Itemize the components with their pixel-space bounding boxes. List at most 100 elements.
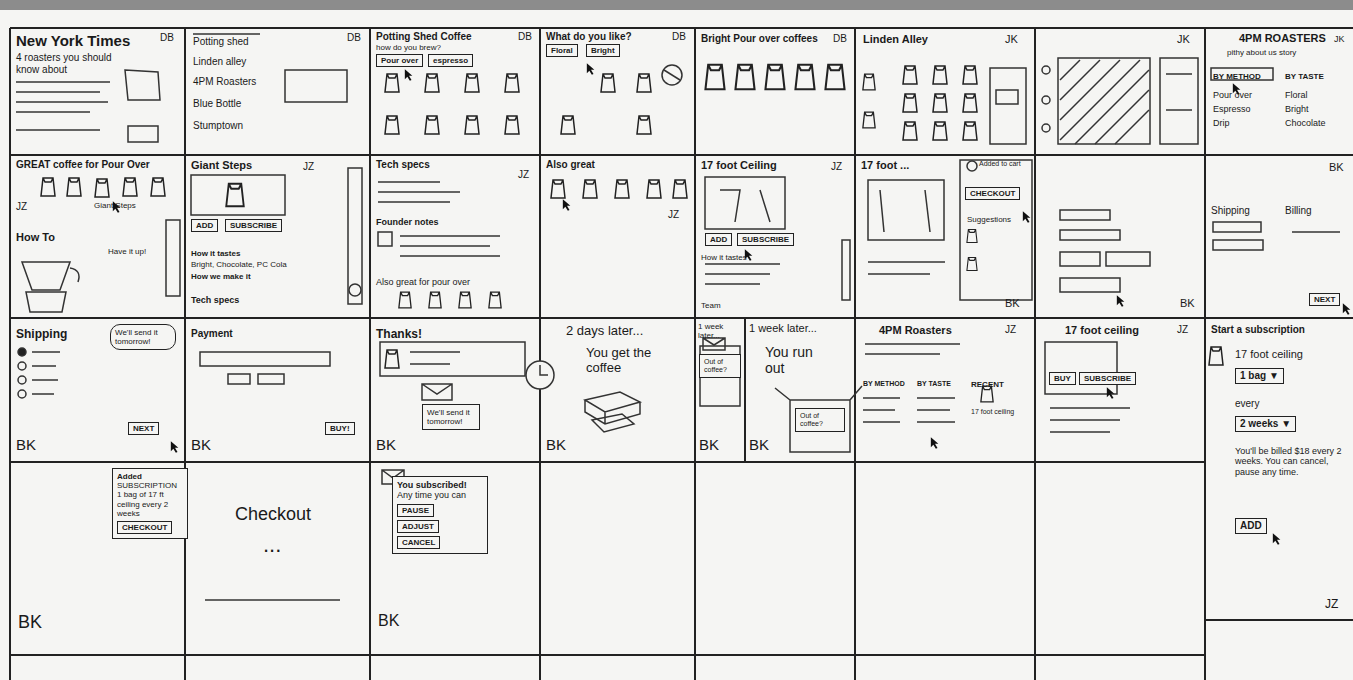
storyboard-frame: Checkout... [185,462,370,655]
sketch-text: 17 foot ceiling [971,408,1027,416]
sketch-button: ADD [1235,518,1267,534]
sketch-text: DB [833,33,853,45]
sketch-text: Floral [551,46,573,55]
sketch-text: Suggestions [967,215,1029,224]
sketch-text: Shipping [16,328,86,342]
storyboard-frame: Tech specsJZFounder notesAlso great for … [370,155,540,318]
storyboard-frame: BKYou subscribed!Any time you canPAUSEAD… [370,462,540,655]
sketch-text: SUBSCRIBE [230,221,277,230]
storyboard-frame: New York Times 4 roasters you should know… [10,28,185,155]
sketch-text: Pour over [1213,90,1279,100]
sketch-text: JZ [668,209,690,221]
sketch-text: pithy about us story [1227,48,1333,57]
sketch-text: ADD [710,235,727,244]
sketch-text: Out of coffee? [800,412,840,428]
sketch-text: ADJUST [402,522,434,531]
sketch-text: JZ [1325,598,1347,612]
sketch-text: BUY [1054,374,1071,383]
sketch-text: BY METHOD [863,380,908,388]
sketch-text: GREAT coffee for Pour Over [16,159,181,171]
sketch-button: BUY! [325,422,355,435]
sketch-text: JZ [1177,324,1199,336]
sketch-text: CHECKOUT [122,523,167,532]
sketch-text: Added [117,472,183,481]
sketch-text: JZ [303,161,325,173]
sketch-button: PAUSE [397,504,434,517]
sketch-text: BK [749,436,779,453]
sketch-text: Stumptown [193,120,283,132]
sketch-text: espresso [433,56,468,65]
storyboard-frame: Thanks!BKWe'll send it tomorrow! [370,318,540,462]
sketch-button: 2 weeks ▼ [1235,416,1296,432]
sketch-text: SUBSCRIPTION 1 bag of 17 ft ceiling ever… [117,481,183,518]
sketch-card: Out of coffee? [795,408,845,432]
sketch-text: 4PM Roasters [193,76,283,88]
sketch-text: PAUSE [402,506,429,515]
sketch-text: Team [701,301,741,310]
sketch-text: JK [1005,33,1031,46]
sketch-text: BK [16,436,46,453]
sketch-text: Any time you can [397,490,483,500]
sketch-text: Thanks! [376,328,446,342]
sketch-text: You get the coffee [586,346,676,376]
sketch-text: How it tastes [191,249,321,258]
sketch-text: Bright [1285,104,1347,114]
sketch-text: Checkout [235,504,355,525]
sketch-text: Also great [546,159,626,171]
storyboard-frame: 17 foot ...Added to cartSuggestionsBKCHE… [855,155,1035,318]
sketch-button: SUBSCRIBE [737,233,794,246]
sketch-text: Out of coffee? [704,358,736,374]
sketch-text: ADD [196,221,213,230]
sketch-text: ... [263,532,323,557]
sketch-text: how do you brew? [376,43,486,52]
sketch-text: 1 week later... [698,322,744,340]
storyboard-frame: BK [1035,155,1205,318]
sketch-text: DB [518,31,538,43]
sketch-text: How we make it [191,272,321,281]
sketch-text: What do you like? [546,31,656,43]
sketch-text: Drip [1213,118,1279,128]
storyboard-frame: 1 week later...You run outBKOut of coffe… [745,318,855,462]
storyboard-frame: PaymentBKBUY! [185,318,370,462]
sketch-text: Billing [1285,205,1335,217]
sketch-text: BK [1180,297,1202,310]
sketch-text: CANCEL [402,538,435,547]
sketch-text: ADD [1240,520,1262,532]
sketch-text: Also great for pour over [376,277,526,287]
sketch-text: Tech specs [191,295,271,305]
sketch-text: BK [699,436,729,453]
sketch-text: 2 days later... [566,324,686,339]
sketch-text: JK [1334,34,1350,44]
sketch-text: How it tastes [701,253,791,262]
sketch-text: RECENT [971,380,1016,389]
sketch-text: JK [1177,33,1203,46]
sketch-text: BK [18,612,48,633]
sketch-button: Floral [546,44,578,57]
sketch-text: Giant Steps [191,159,281,172]
storyboard-frame: Start a subscription17 foot ceilingevery… [1205,318,1353,620]
storyboard-frame: 4PM RoastersJZBY METHODBY TASTERECENT17 … [855,318,1035,462]
sketch-text: BK [1005,297,1027,310]
storyboard-grid [10,28,1353,680]
sketch-text: BUY! [330,424,350,433]
sketch-text: DB [672,31,692,43]
storyboard-frame: 17 foot ceilingJZBUYSUBSCRIBE [1035,318,1205,462]
sketch-text: Bright, Chocolate, PC Cola [191,260,341,269]
sketch-text: SUBSCRIBE [1084,374,1131,383]
storyboard-frame: ShippingBillingBKNEXT [1205,155,1353,318]
mouse-cursors [113,63,1351,545]
sketch-text: New York Times [16,32,156,49]
sketch-button: Pour over [376,54,423,67]
sketch-text: 17 foot ... [861,159,941,172]
sketch-text: 4 roasters you should know about [16,52,126,75]
sketch-button: NEXT [1309,293,1340,306]
sketch-text: 17 foot Ceiling [701,159,811,172]
sketch-text: Potting Shed Coffee [376,31,496,43]
storyboard-frame: Giant Steps JZ How it tastesBright, Chocol… [185,155,370,318]
storyboard-frame: Bright Pour over coffeesDB [695,28,855,155]
sketch-text: Start a subscription [1211,324,1351,336]
sketch-text: BK [546,436,576,453]
sketch-text: BY METHOD [1213,72,1279,81]
sketch-button: CHECKOUT [965,187,1020,200]
sketch-button: BUY [1049,372,1076,385]
